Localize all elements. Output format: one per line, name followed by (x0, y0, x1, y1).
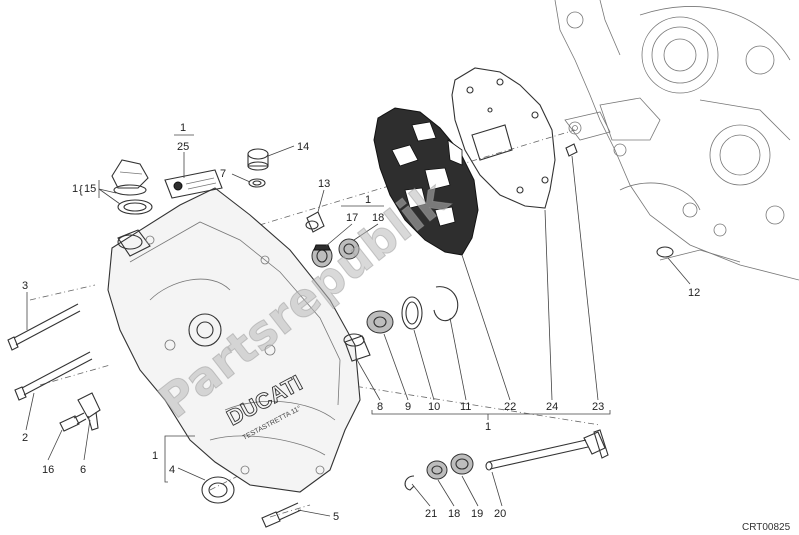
label-9: 9 (405, 401, 411, 413)
label-23: 23 (592, 401, 604, 413)
label-14: 14 (297, 141, 309, 153)
seal-10 (401, 296, 423, 330)
bushing-8 (343, 333, 371, 362)
diagram-code: CRT00825 (742, 522, 791, 533)
bushing-18 (338, 238, 360, 260)
label-4: 4 (169, 464, 175, 476)
clutch-push-rod-20 (485, 429, 609, 471)
label-18-lower: 18 (448, 508, 460, 520)
label-1-bottom: 1 (485, 421, 491, 433)
label-2: 2 (22, 432, 28, 444)
circlip-11 (433, 286, 459, 322)
screw-short-16 (59, 412, 87, 432)
clutch-cover: DUCATI TESTASTRETTA 11° (107, 187, 361, 493)
oil-filler-cap (111, 159, 149, 196)
ring-9 (366, 310, 394, 334)
label-16: 16 (42, 464, 54, 476)
label-17: 17 (346, 212, 358, 224)
label-3: 3 (22, 280, 28, 292)
needle-bearing (311, 244, 333, 268)
leader-lines (25, 134, 691, 517)
label-18-upper: 18 (372, 212, 384, 224)
screw-23 (565, 143, 578, 157)
label-12: 12 (688, 287, 700, 299)
cable-clamp-6 (77, 392, 101, 431)
screw-long-2 (14, 351, 93, 401)
label-15: 15 (84, 183, 96, 195)
clutch-damper-plate (373, 107, 479, 256)
oil-cap-o-ring (117, 199, 153, 215)
label-1-oilcap: 1 (72, 183, 78, 195)
label-7: 7 (220, 168, 226, 180)
label-19: 19 (471, 508, 483, 520)
o-ring-12 (656, 246, 674, 258)
screw-5 (261, 502, 302, 528)
label-13: 13 (318, 178, 330, 190)
bushing-18-lower (426, 460, 448, 480)
label-1-top: 1 (180, 122, 186, 134)
sealing-washer (248, 178, 266, 188)
label-10: 10 (428, 401, 440, 413)
label-20: 20 (494, 508, 506, 520)
label-1-bearings: 1 (365, 194, 371, 206)
label-25: 25 (177, 141, 189, 153)
warning-label-sticker (164, 169, 223, 199)
oil-seal-4 (201, 476, 235, 504)
screw-long-3 (7, 303, 81, 351)
label-22: 22 (504, 401, 516, 413)
label-brace: { (79, 184, 83, 196)
clip-21 (404, 475, 415, 491)
label-5: 5 (333, 511, 339, 523)
crankcase-engine-block (554, 0, 799, 281)
centering-dowel (305, 211, 325, 233)
label-11: 11 (460, 401, 471, 413)
cover-gasket (451, 67, 556, 209)
seal-19 (450, 453, 474, 475)
part-number-labels: 1 25 1 { 15 7 14 13 1 17 18 3 2 16 6 1 4… (22, 122, 791, 533)
label-8: 8 (377, 401, 383, 413)
label-6: 6 (80, 464, 86, 476)
screw-plug (247, 148, 269, 171)
label-24: 24 (546, 401, 558, 413)
label-1-cover: 1 (152, 450, 158, 462)
label-21: 21 (425, 508, 437, 520)
